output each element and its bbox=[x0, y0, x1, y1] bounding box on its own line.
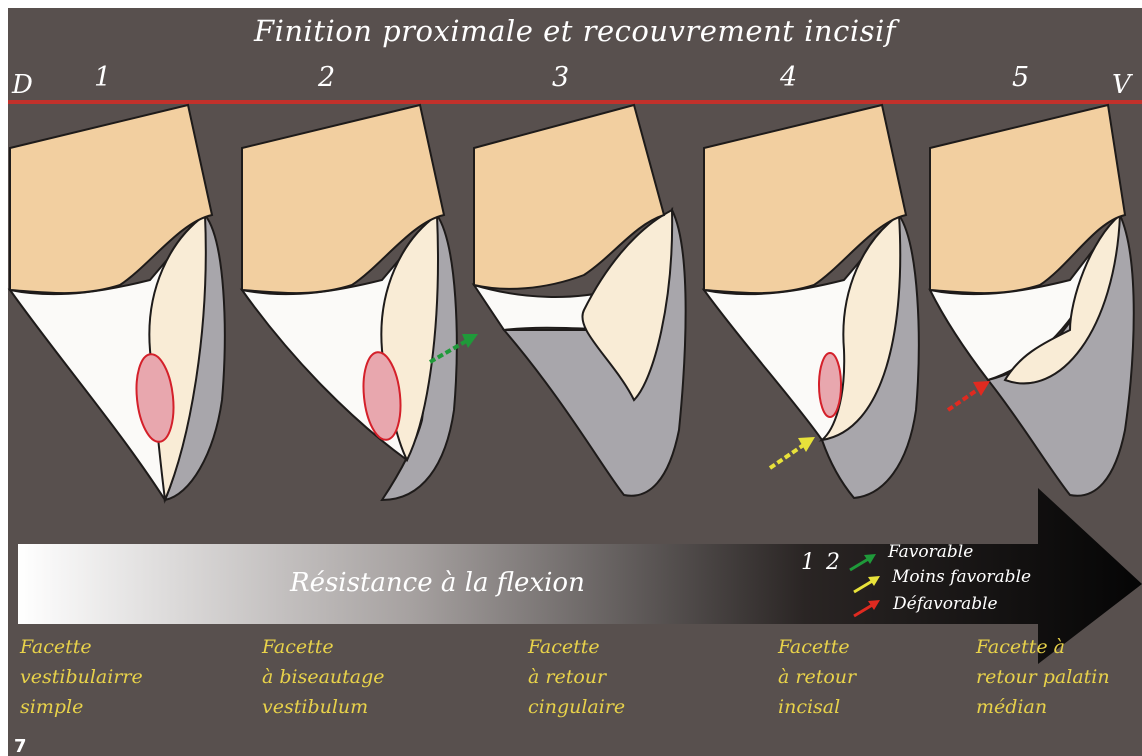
legend-less-favorable: Moins favorable bbox=[892, 567, 1031, 587]
caption-1: Facette vestibulairre simple bbox=[20, 632, 143, 722]
legend-arrow-red-icon bbox=[852, 598, 882, 620]
caption-3: Facette à retour cingulaire bbox=[528, 632, 625, 722]
caption-2: Facette à biseautage vestibulum bbox=[262, 632, 385, 722]
legend-arrow-green-icon bbox=[848, 552, 878, 574]
page-number: 7 bbox=[14, 736, 27, 756]
marker-yellow bbox=[770, 437, 815, 468]
resistance-label: Résistance à la flexion bbox=[290, 568, 585, 598]
tooth-diagram-5 bbox=[930, 105, 1134, 496]
tooth-diagram-2 bbox=[242, 105, 457, 500]
tooth-diagrams bbox=[0, 0, 1142, 540]
legend-numbers: 1 2 bbox=[801, 550, 842, 575]
tooth-diagram-3 bbox=[474, 105, 686, 496]
caption-5: Facette à retour palatin médian bbox=[976, 632, 1110, 722]
caption-4: Facette à retour incisal bbox=[778, 632, 856, 722]
bond-area-4 bbox=[819, 353, 841, 417]
tooth-diagram-1 bbox=[10, 105, 225, 500]
legend-arrow-yellow-icon bbox=[852, 574, 882, 596]
legend-unfavorable: Défavorable bbox=[893, 594, 998, 614]
legend-favorable: Favorable bbox=[888, 542, 973, 562]
marker-red bbox=[948, 381, 990, 410]
